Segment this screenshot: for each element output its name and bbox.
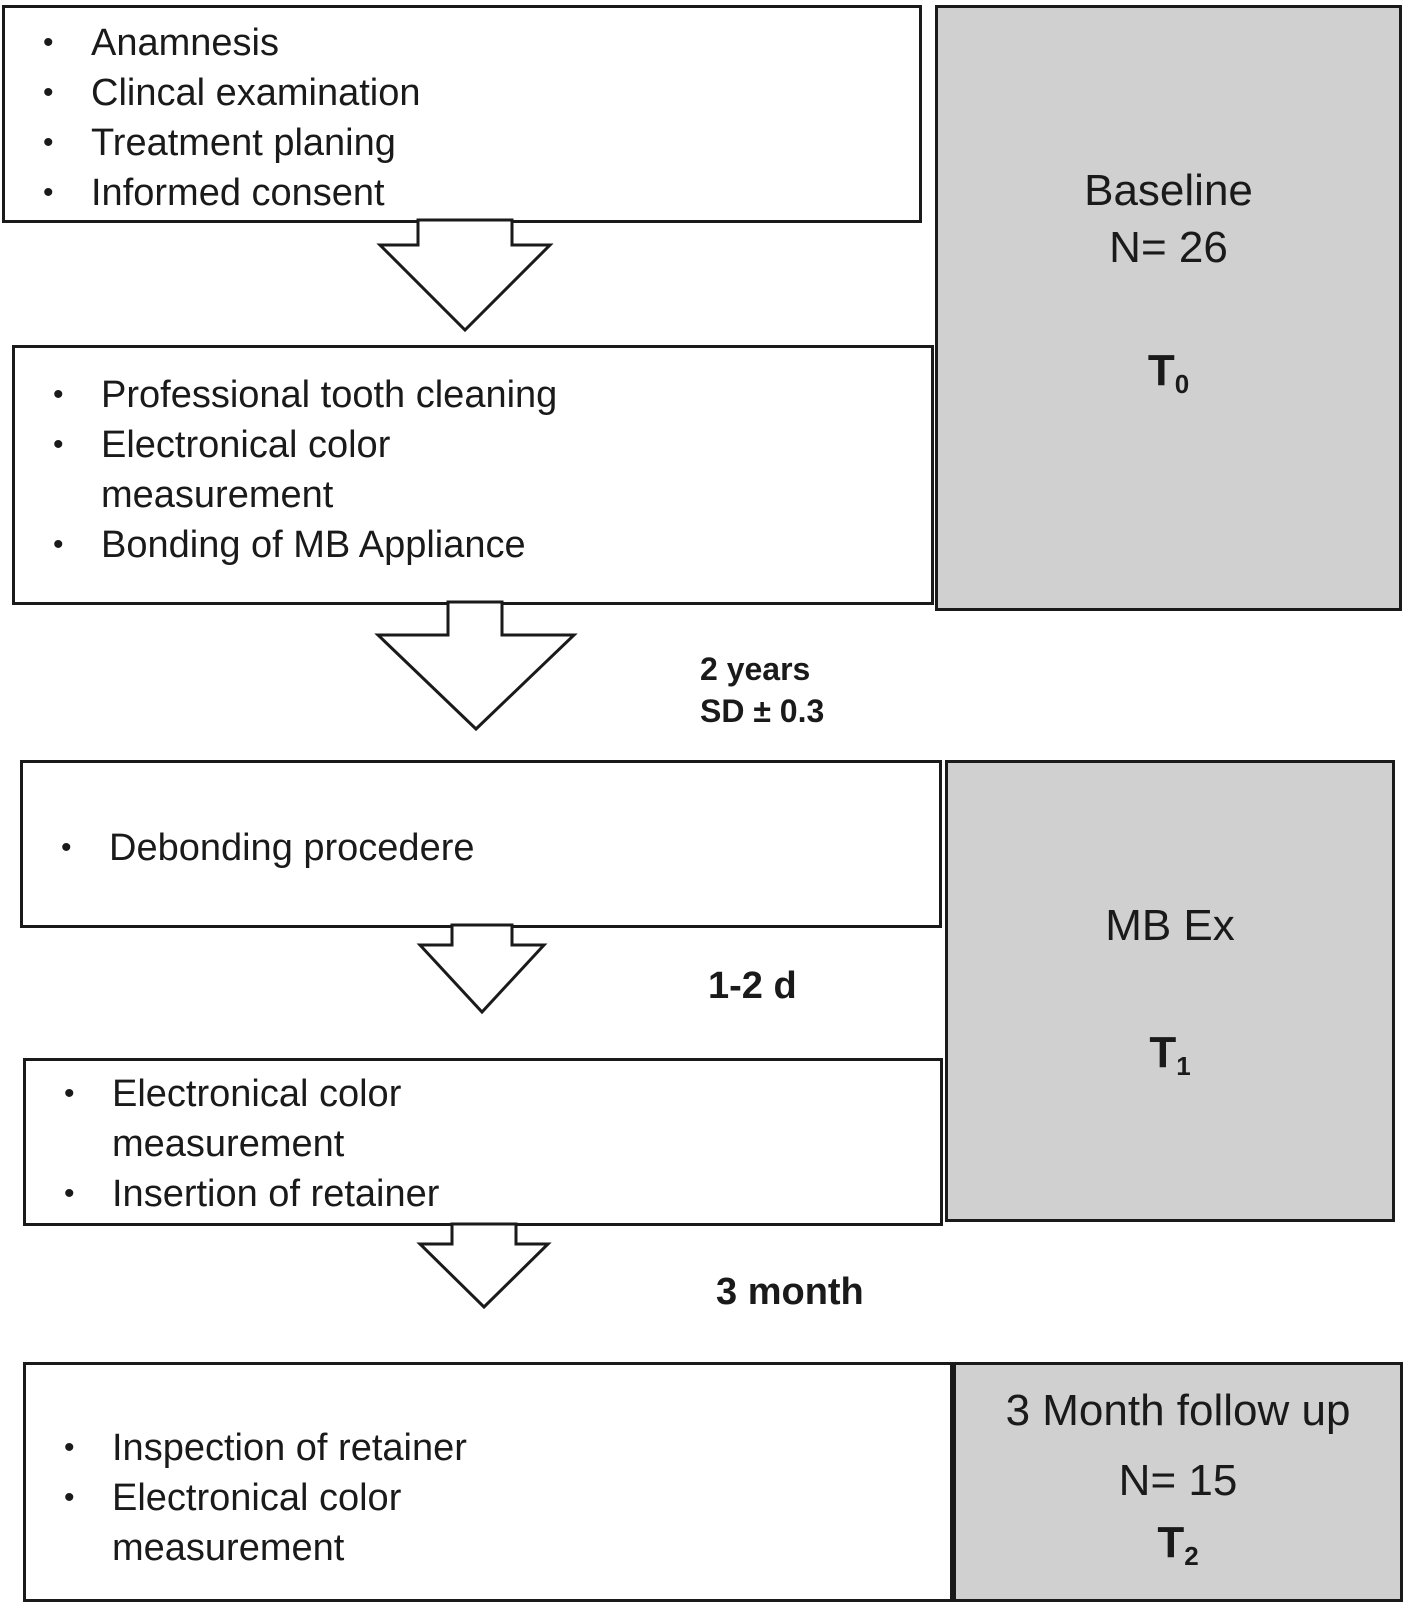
list-item: Electronical color measurement: [25, 420, 481, 520]
timepoint-label-t1: T1: [1149, 1028, 1191, 1081]
stage-name-followup: 3 Month follow up: [1005, 1386, 1351, 1435]
stage-name-baseline: Baseline: [1084, 166, 1253, 215]
step-list-debonding: Debonding procedere: [33, 823, 475, 873]
stage-count-baseline: N= 26: [1109, 223, 1228, 272]
step-box-debonding: Debonding procedere: [20, 760, 942, 928]
step-list-initial: Anamnesis Clincal examination Treatment …: [15, 18, 421, 218]
list-item: Clincal examination: [15, 68, 421, 118]
step-box-retainer-insertion: Electronical color measurement Insertion…: [23, 1058, 943, 1226]
interval-label-debond: 1-2 d: [708, 965, 797, 1007]
list-item: Anamnesis: [15, 18, 421, 68]
down-arrow-icon: [416, 1222, 552, 1310]
step-list-retainer-insertion: Electronical color measurement Insertion…: [36, 1069, 516, 1219]
stage-box-baseline: Baseline N= 26 T0: [935, 5, 1402, 611]
list-item: Professional tooth cleaning: [25, 370, 765, 420]
stage-count-followup: N= 15: [1118, 1456, 1238, 1505]
list-item: Debonding procedere: [33, 823, 475, 873]
down-arrow-icon: [416, 923, 548, 1015]
down-arrow-icon: [374, 600, 578, 732]
list-item: Treatment planing: [15, 118, 421, 168]
step-list-bonding: Professional tooth cleaning Electronical…: [25, 370, 765, 570]
list-item: Electronical color measurement: [36, 1069, 482, 1169]
step-list-inspection: Inspection of retainer Electronical colo…: [36, 1423, 516, 1573]
timepoint-label-t0: T0: [1147, 346, 1190, 399]
list-item: Bonding of MB Appliance: [25, 520, 765, 570]
down-arrow-icon: [376, 218, 554, 333]
stage-box-mbex: MB Ex T1: [945, 760, 1395, 1222]
interval-label-followup: 3 month: [716, 1271, 864, 1313]
list-item: Insertion of retainer: [36, 1169, 516, 1219]
timepoint-label-t2: T2: [1157, 1518, 1199, 1571]
step-box-bonding: Professional tooth cleaning Electronical…: [12, 345, 934, 605]
step-box-initial: Anamnesis Clincal examination Treatment …: [2, 5, 922, 223]
list-item: Inspection of retainer: [36, 1423, 516, 1473]
list-item: Informed consent: [15, 168, 421, 218]
step-box-inspection: Inspection of retainer Electronical colo…: [23, 1362, 953, 1602]
interval-label-treatment: 2 years SD ± 0.3: [700, 651, 825, 729]
stage-name-mbex: MB Ex: [1105, 901, 1235, 950]
list-item: Electronical color measurement: [36, 1473, 482, 1573]
stage-box-followup: 3 Month follow up N= 15 T2: [953, 1362, 1403, 1602]
